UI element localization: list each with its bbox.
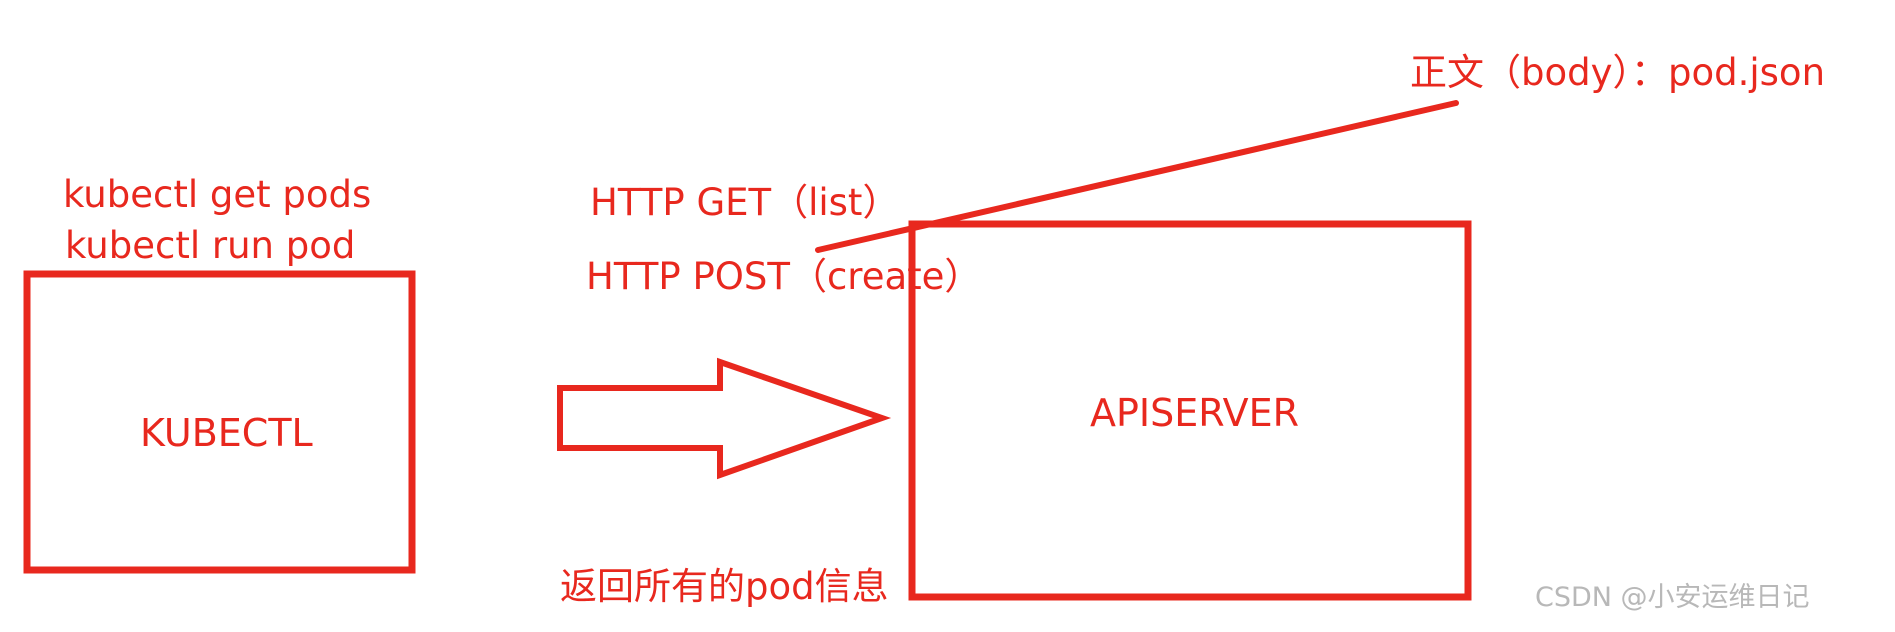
body-note: 正文（body）：pod.json: [1410, 51, 1826, 94]
command-get-pods: kubectl get pods: [63, 173, 372, 216]
http-post-label: HTTP POST（create）: [586, 255, 982, 298]
kubectl-box: [23, 270, 416, 574]
apiserver-label: APISERVER: [1090, 391, 1299, 435]
command-run-pod: kubectl run pod: [65, 224, 356, 267]
response-label: 返回所有的pod信息: [560, 565, 889, 608]
request-arrow: [557, 357, 892, 480]
watermark: CSDN @小安运维日记: [1535, 582, 1810, 613]
body-pointer-line: [815, 100, 1459, 253]
apiserver-box: [908, 220, 1472, 601]
http-get-label: HTTP GET（list）: [590, 181, 900, 224]
kubectl-label: KUBECTL: [140, 411, 313, 455]
